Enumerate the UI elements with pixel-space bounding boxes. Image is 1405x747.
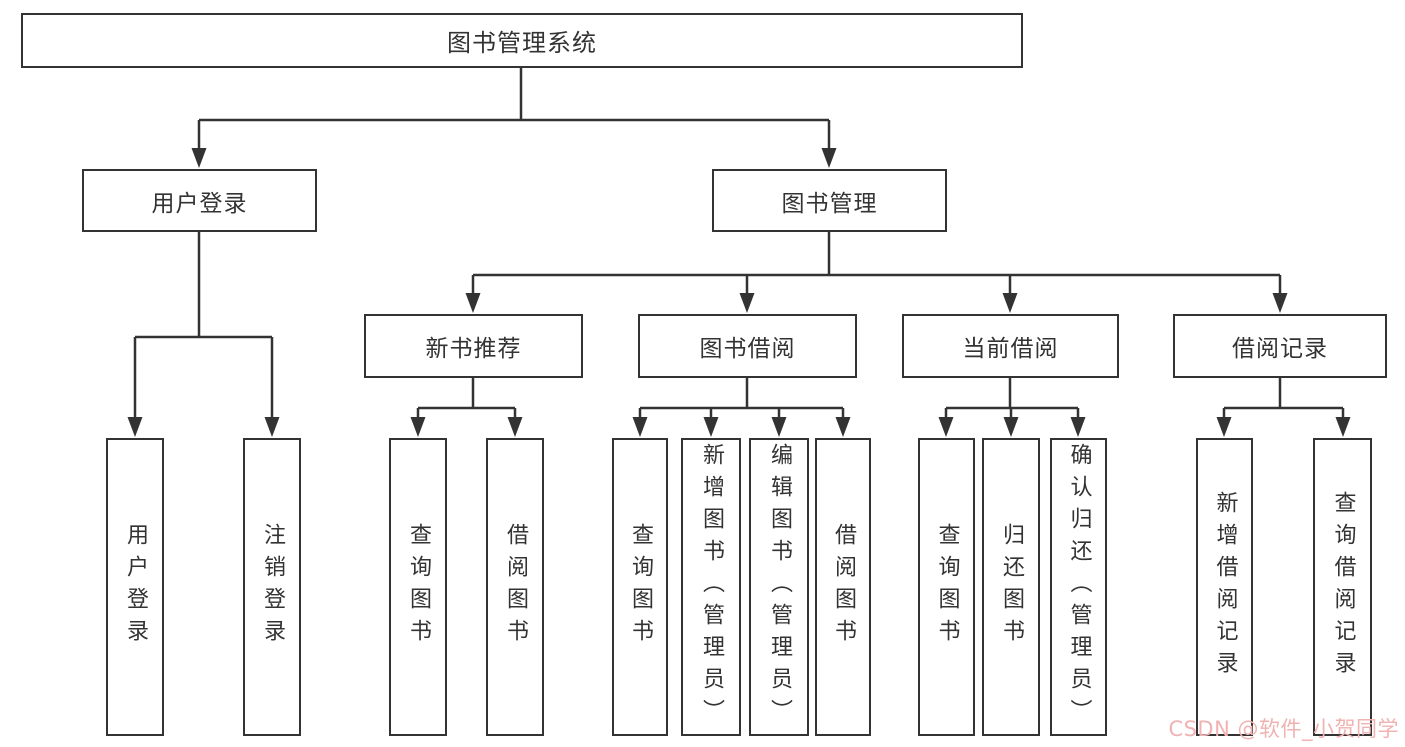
leaf-cb-return-book: 归还图书 bbox=[982, 438, 1040, 736]
watermark: CSDN @软件_小贺同学 bbox=[1168, 717, 1399, 741]
leaf-bb-add-book-label: 新增图书（管理员） bbox=[699, 443, 724, 731]
leaf-nbr-query-book: 查询图书 bbox=[389, 438, 447, 736]
node-book-borrow-label: 图书借阅 bbox=[699, 336, 796, 362]
leaf-br-add-record-label: 新增借阅记录 bbox=[1212, 491, 1238, 683]
leaf-bb-edit-book-label: 编辑图书（管理员） bbox=[767, 443, 792, 731]
node-book-management: 图书管理 bbox=[712, 169, 947, 232]
node-root: 图书管理系统 bbox=[21, 13, 1023, 68]
node-user-login-label: 用户登录 bbox=[151, 190, 248, 217]
leaf-nbr-borrow-book: 借阅图书 bbox=[486, 438, 544, 736]
leaf-cb-query-book: 查询图书 bbox=[918, 438, 975, 736]
leaf-user-login: 用户登录 bbox=[106, 438, 164, 736]
node-new-book-recommend-label: 新书推荐 bbox=[425, 336, 522, 362]
node-root-label: 图书管理系统 bbox=[447, 29, 597, 57]
leaf-logout: 注销登录 bbox=[243, 438, 301, 736]
leaf-bb-borrow-book: 借阅图书 bbox=[815, 438, 871, 736]
leaf-cb-query-book-label: 查询图书 bbox=[934, 523, 960, 651]
leaf-nbr-query-book-label: 查询图书 bbox=[406, 523, 431, 651]
node-book-borrow: 图书借阅 bbox=[638, 314, 857, 378]
node-borrow-records-label: 借阅记录 bbox=[1232, 336, 1328, 362]
leaf-bb-edit-book: 编辑图书（管理员） bbox=[749, 438, 809, 736]
leaf-cb-confirm-return: 确认归还（管理员） bbox=[1050, 438, 1107, 736]
leaf-user-login-label: 用户登录 bbox=[123, 523, 148, 651]
node-book-management-label: 图书管理 bbox=[781, 190, 878, 217]
node-user-login: 用户登录 bbox=[82, 169, 317, 232]
leaf-bb-query-book: 查询图书 bbox=[612, 438, 668, 736]
node-borrow-records: 借阅记录 bbox=[1173, 314, 1387, 378]
leaf-bb-borrow-book-label: 借阅图书 bbox=[831, 523, 856, 651]
leaf-logout-label: 注销登录 bbox=[260, 523, 285, 651]
leaf-bb-add-book: 新增图书（管理员） bbox=[681, 438, 741, 736]
node-current-borrow-label: 当前借阅 bbox=[962, 336, 1059, 362]
leaf-cb-confirm-return-label: 确认归还（管理员） bbox=[1066, 443, 1092, 731]
leaf-br-add-record: 新增借阅记录 bbox=[1196, 438, 1253, 736]
node-current-borrow: 当前借阅 bbox=[902, 314, 1119, 378]
node-new-book-recommend: 新书推荐 bbox=[364, 314, 583, 378]
leaf-nbr-borrow-book-label: 借阅图书 bbox=[503, 523, 528, 651]
leaf-cb-return-book-label: 归还图书 bbox=[999, 523, 1024, 651]
leaf-br-query-record: 查询借阅记录 bbox=[1313, 438, 1372, 736]
leaf-bb-query-book-label: 查询图书 bbox=[628, 523, 653, 651]
leaf-br-query-record-label: 查询借阅记录 bbox=[1330, 491, 1356, 683]
